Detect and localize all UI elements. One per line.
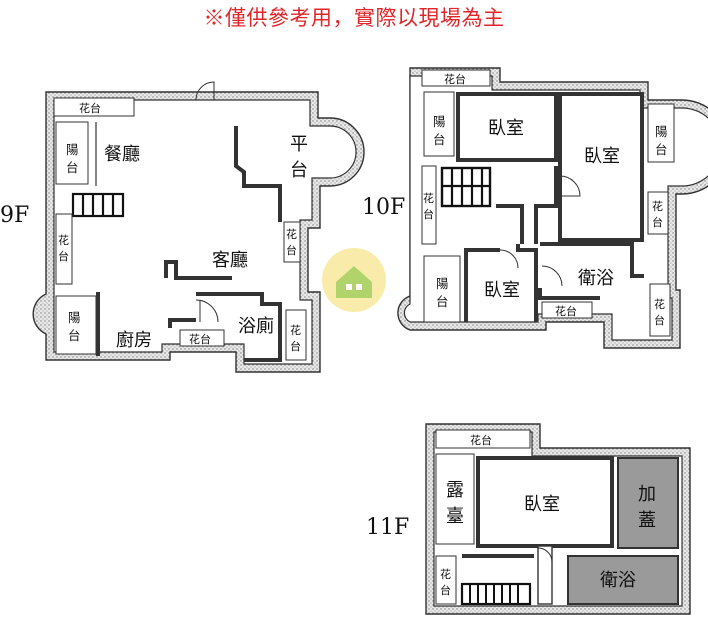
label-flower-left-1-11f: 花 bbox=[440, 568, 451, 581]
balcony-bl-10f bbox=[423, 255, 461, 323]
label-flower-top-11f: 花台 bbox=[470, 433, 492, 447]
flower-bed-top-9f bbox=[53, 97, 135, 117]
floor-10f: 10F 花台 陽 台 臥室 臥室 陽 台 花 台 bbox=[322, 67, 708, 349]
label-bedroom-11f: 臥室 bbox=[524, 494, 560, 515]
label-bath-10f: 衛浴 bbox=[578, 268, 614, 289]
label-platform-1-9f: 平 bbox=[290, 134, 308, 155]
balcony-tl-10f bbox=[423, 91, 455, 157]
label-flower-br-1-9f: 花 bbox=[290, 324, 301, 337]
label-flower-bottom-9f: 花台 bbox=[189, 332, 211, 346]
floor-11f: 11F 花台 露 臺 臥室 加 蓋 花 台 bbox=[366, 423, 691, 615]
label-yang-tl-2-10f: 台 bbox=[433, 132, 446, 147]
bedroom-1-10f bbox=[456, 92, 558, 162]
label-flower-left-2-11f: 台 bbox=[440, 583, 451, 597]
label-platform-2-9f: 台 bbox=[290, 160, 308, 181]
flower-br-9f bbox=[285, 309, 307, 361]
label-flower-left-2-10f: 台 bbox=[423, 207, 434, 221]
label-terrace-1-11f: 露 bbox=[446, 480, 464, 501]
flower-left-11f bbox=[435, 555, 457, 605]
label-yang-bl-2-10f: 台 bbox=[436, 294, 449, 309]
label-addition-1-11f: 加 bbox=[638, 484, 656, 505]
label-flower-right-1-9f: 花 bbox=[286, 228, 297, 241]
flower-bottom-10f bbox=[541, 301, 593, 319]
floor-9f: 9F 花台 陽 台 餐廳 花 台 平 台 花 台 bbox=[0, 81, 365, 373]
flower-top-11f bbox=[435, 429, 531, 449]
floor-label-9f: 9F bbox=[0, 203, 29, 228]
label-addition-2-11f: 蓋 bbox=[638, 510, 656, 531]
label-flower-right-2-9f: 台 bbox=[286, 243, 297, 257]
label-yang-bottom-1-9f: 陽 bbox=[68, 310, 81, 325]
label-bedroom-1-10f: 臥室 bbox=[488, 118, 524, 139]
door-9f-top bbox=[195, 81, 215, 101]
label-flower-top-10f: 花台 bbox=[444, 72, 466, 86]
label-flower-left-2-9f: 台 bbox=[58, 249, 69, 263]
label-yang-tr-2-10f: 台 bbox=[655, 142, 668, 157]
floor-label-10f: 10F bbox=[362, 195, 405, 220]
bedroom-2-10f bbox=[558, 92, 644, 242]
corridor-11f bbox=[537, 545, 553, 605]
label-balcony-top-9f: 花台 bbox=[79, 101, 101, 115]
bath-room-11f bbox=[567, 555, 679, 605]
balcony-tr-10f bbox=[647, 103, 675, 163]
flower-left-9f bbox=[55, 213, 73, 285]
label-flower-r-2-10f: 台 bbox=[652, 215, 663, 229]
flower-right-9f bbox=[283, 221, 301, 263]
label-bedroom-2-10f: 臥室 bbox=[584, 146, 620, 167]
stairs-9f bbox=[71, 192, 125, 218]
label-flower-br-1-10f: 花 bbox=[654, 298, 665, 311]
label-flower-left-1-9f: 花 bbox=[58, 234, 69, 247]
label-bath-9f: 浴廁 bbox=[238, 315, 274, 337]
label-flower-r-1-10f: 花 bbox=[652, 200, 663, 213]
label-flower-bottom-10f: 花台 bbox=[555, 304, 577, 318]
label-yang-tl-1-10f: 陽 bbox=[433, 114, 446, 129]
house-logo-icon bbox=[322, 248, 386, 312]
interior-9f bbox=[53, 99, 357, 365]
balcony-bottom-9f bbox=[55, 295, 97, 355]
label-flower-left-1-10f: 花 bbox=[423, 192, 434, 205]
label-flower-br-2-10f: 台 bbox=[654, 313, 665, 327]
label-yang-tr-1-10f: 陽 bbox=[655, 124, 668, 139]
flower-r-10f bbox=[647, 191, 669, 235]
stairs-11f bbox=[460, 582, 532, 606]
label-yang-bottom-2-9f: 台 bbox=[68, 328, 81, 343]
flower-left-10f bbox=[421, 165, 437, 245]
label-yang-left-1-9f: 陽 bbox=[66, 142, 79, 157]
balcony-left-9f bbox=[55, 121, 89, 185]
label-living-9f: 客廳 bbox=[212, 250, 248, 271]
flower-br-10f bbox=[649, 283, 671, 337]
label-dining-9f: 餐廳 bbox=[104, 144, 140, 165]
addition-room-11f bbox=[617, 457, 679, 549]
flower-bottom-9f bbox=[179, 329, 225, 347]
label-flower-br-2-9f: 台 bbox=[290, 339, 301, 353]
label-kitchen-9f: 廚房 bbox=[116, 329, 152, 351]
label-bedroom-3-10f: 臥室 bbox=[484, 280, 520, 301]
floor-label-11f: 11F bbox=[366, 515, 409, 540]
disclaimer-text: ※僅供參考用，實際以現場為主 bbox=[203, 6, 505, 30]
label-terrace-2-11f: 臺 bbox=[446, 506, 464, 527]
label-yang-bl-1-10f: 陽 bbox=[436, 276, 449, 291]
label-bath-11f: 衛浴 bbox=[600, 570, 636, 591]
label-yang-left-2-9f: 台 bbox=[66, 160, 79, 175]
flower-top-10f bbox=[421, 69, 491, 87]
terrace-11f bbox=[435, 453, 475, 545]
